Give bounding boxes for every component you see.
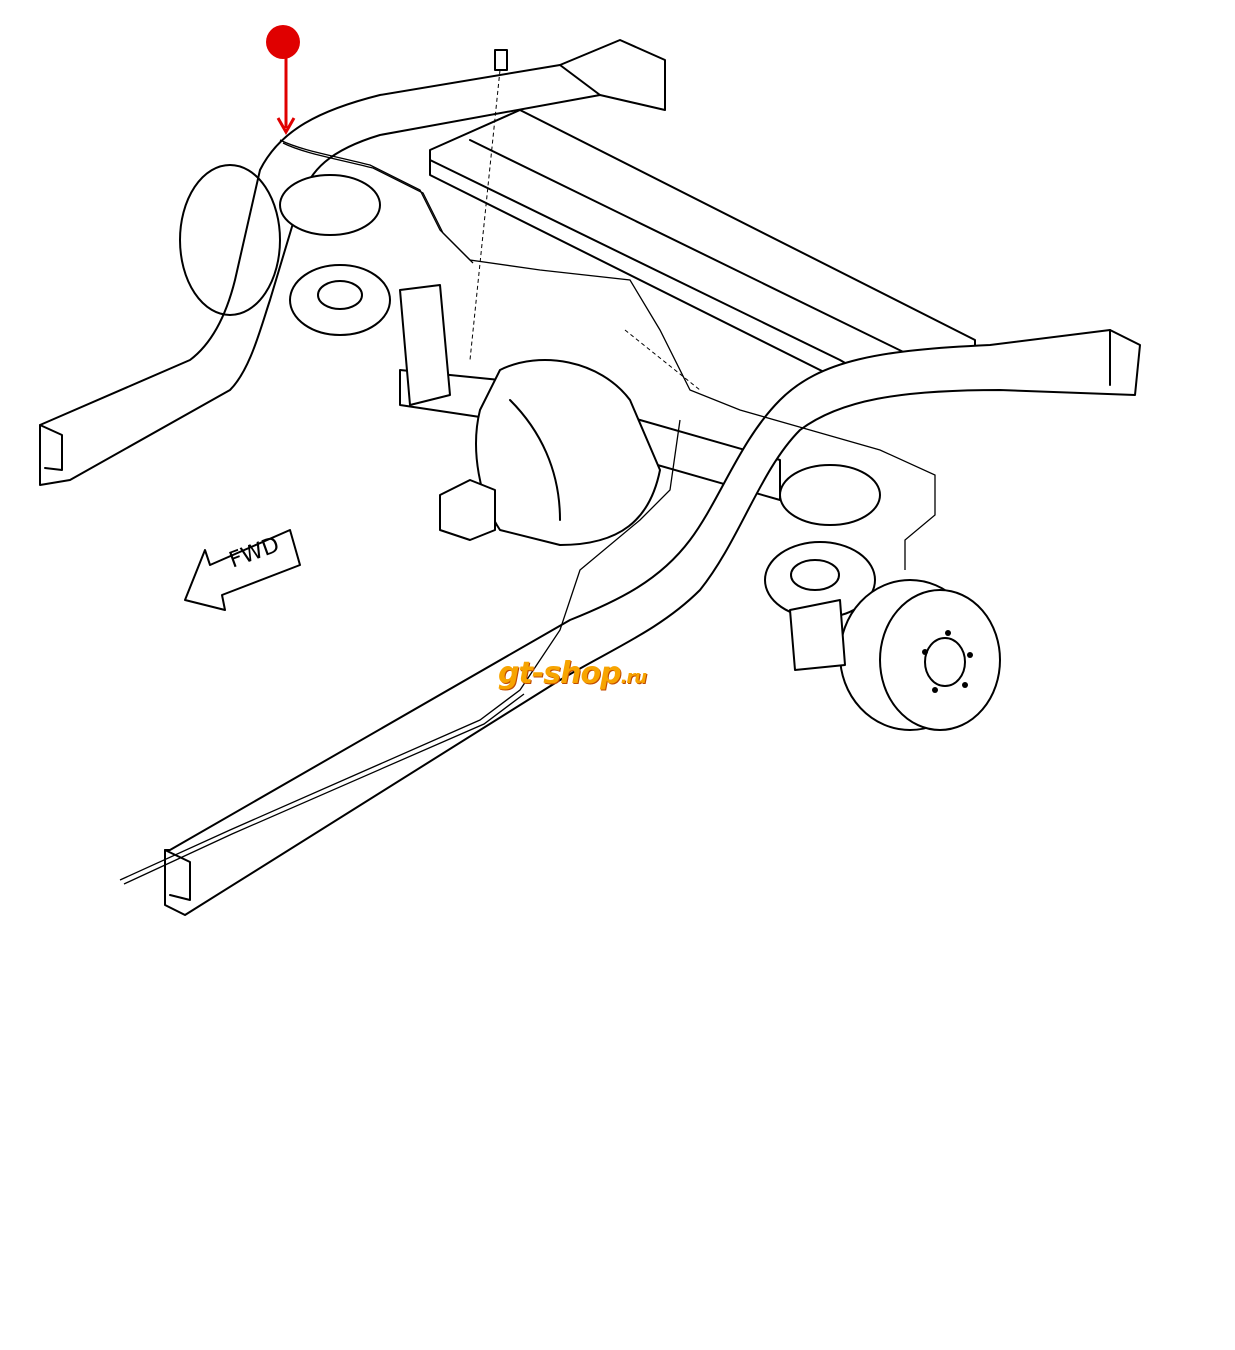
differential [475,359,661,546]
forward-arrow-icon [184,529,301,611]
left-brake-drum [179,164,281,316]
axle-housing [399,284,781,546]
pinion-yoke [439,479,496,541]
left-frame-rail [39,39,666,486]
right-brake-drum [789,579,1001,731]
watermark-logo: gt-shop.ru [498,656,647,691]
brake-lines [119,49,936,885]
right-frame-rail [164,329,1141,916]
callout-marker [266,25,300,136]
left-spring-seat [289,264,391,336]
